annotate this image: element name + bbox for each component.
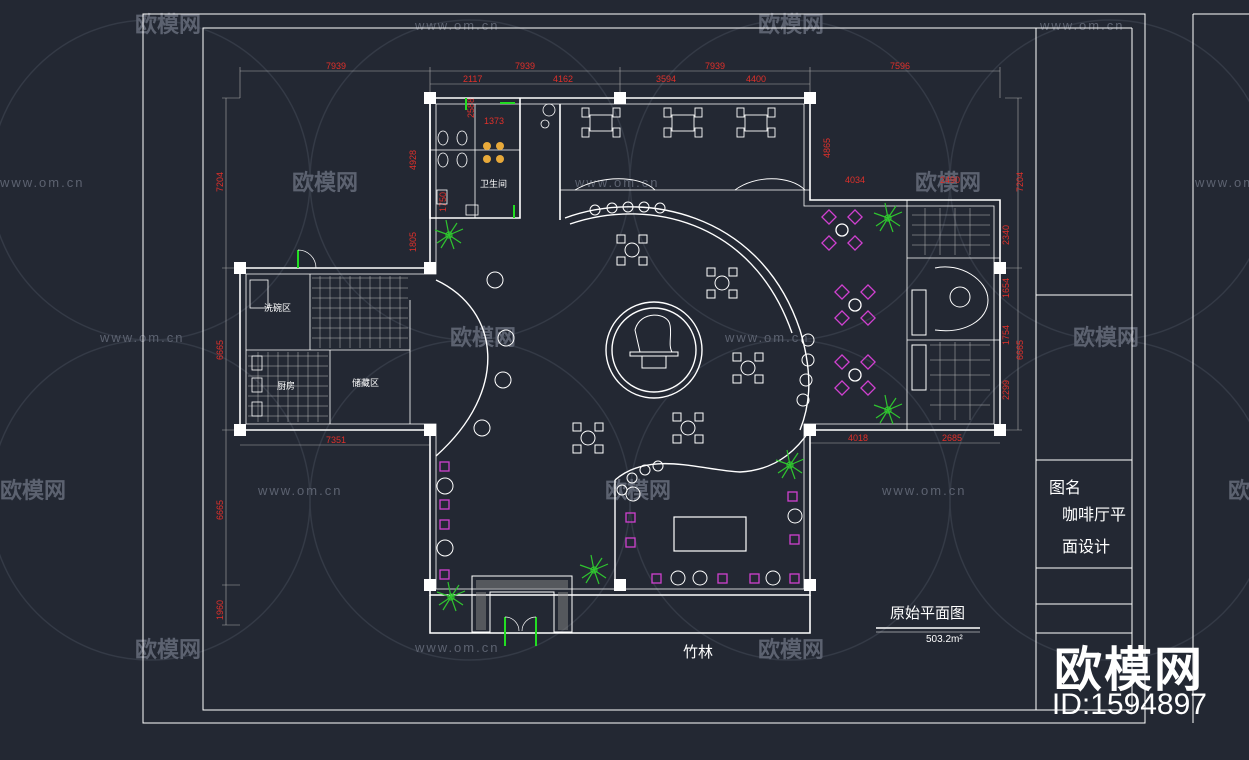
wm-url: www.om.cn	[724, 330, 809, 345]
dim-toilet-1: 2588	[466, 98, 476, 118]
round-stools	[436, 201, 815, 586]
wm-logo: 欧模网	[758, 12, 824, 38]
columns	[234, 92, 1006, 591]
dim-top2-2: 4162	[553, 74, 573, 84]
brand-watermark: 欧模网	[1053, 642, 1204, 698]
wm-url: www.om.cn	[1039, 18, 1124, 33]
label-kitchen: 厨房	[277, 380, 295, 392]
wm-url: www.om.cn	[414, 18, 499, 33]
dim-top-3: 7939	[705, 61, 725, 71]
door-swings	[297, 249, 537, 632]
watermarks: 欧模网 www.om.cn 欧模网 www.om.cn www.om.cn 欧模…	[0, 12, 1249, 663]
wm-logo: 欧模网	[605, 478, 671, 504]
dim-left-2: 6665	[215, 340, 225, 360]
watermark-arcs	[0, 19, 1249, 661]
entrance-planter	[471, 575, 573, 633]
dim-right-inner-3: 1754	[1001, 325, 1011, 345]
model-id: ID:1594897	[1051, 688, 1207, 721]
plant-icons	[434, 202, 903, 612]
small-plant-icons	[540, 103, 556, 129]
dim-toilet-3: 1750	[438, 192, 448, 212]
planter-hatch	[476, 580, 568, 630]
central-curves	[435, 206, 811, 589]
dim-right-inner-4: 2299	[1001, 380, 1011, 400]
wm-logo: 欧模网	[915, 170, 981, 196]
drawing-title: 原始平面图	[890, 604, 965, 622]
lounge-sofa	[911, 266, 989, 391]
dim-top2-1: 2117	[463, 74, 482, 84]
dim-mid-right-2: 4034	[845, 175, 865, 185]
dim-bottom-2: 4018	[848, 433, 868, 443]
dim-toilet-2: 1373	[484, 116, 504, 126]
dim-right-2: 6665	[1015, 340, 1025, 360]
wm-logo: 欧模网	[1228, 478, 1249, 504]
drawing-name-line1: 咖啡厅平	[1062, 505, 1126, 524]
wm-logo: 欧模网	[135, 637, 201, 663]
wm-url: www.om.cn	[1194, 175, 1249, 190]
wm-logo: 欧模网	[0, 478, 66, 504]
dim-left-3: 6665	[215, 500, 225, 520]
x-tables	[572, 234, 764, 454]
wm-logo: 欧模网	[135, 12, 201, 38]
wm-url: www.om.cn	[257, 483, 342, 498]
label-toilet: 卫生间	[480, 178, 507, 190]
wm-logo: 欧模网	[758, 637, 824, 663]
wm-logo: 欧模网	[1073, 325, 1139, 351]
doors	[297, 98, 537, 646]
kitchen-tiles	[248, 276, 408, 422]
wm-url: www.om.cn	[881, 483, 966, 498]
wm-logo: 欧模网	[292, 170, 358, 196]
wm-url: www.om.cn	[414, 640, 499, 655]
sheet-frame	[142, 13, 1249, 724]
drawing-area: 503.2m²	[926, 634, 963, 645]
wm-url: www.om.cn	[0, 175, 84, 190]
dim-mid-right-1: 4865	[822, 138, 832, 158]
dim-left-1: 7204	[215, 172, 225, 192]
dim-mid-right-3: 2490	[940, 175, 960, 185]
room-labels: 卫生间 洗碗区 厨房 储藏区	[264, 178, 507, 392]
dim-right-inner-2: 1654	[1001, 278, 1011, 298]
drawing-name-line2: 面设计	[1062, 537, 1110, 556]
garden-label: 竹林	[683, 643, 713, 661]
label-storage: 储藏区	[352, 377, 379, 389]
dim-top-2: 7939	[515, 61, 535, 71]
dim-bottom-3: 2685	[942, 433, 962, 443]
dim-top2-4: 4400	[746, 74, 766, 84]
wm-url: www.om.cn	[99, 330, 184, 345]
label-prep: 洗碗区	[264, 302, 291, 314]
kitchen-appliances	[249, 279, 269, 417]
dim-top2-3: 3594	[656, 74, 676, 84]
piano-icon	[629, 314, 679, 369]
dim-left-inner-2: 1805	[408, 232, 418, 252]
wm-url: www.om.cn	[574, 175, 659, 190]
dim-top-4: 7596	[890, 61, 910, 71]
upper-dining-tables	[574, 107, 806, 191]
lounge-hatch	[912, 208, 990, 420]
toilet-sinks	[483, 142, 504, 163]
title-block-label: 图名	[1049, 478, 1081, 497]
dim-right-inner-1: 2340	[1001, 225, 1011, 245]
dim-left-inner-1: 4928	[408, 150, 418, 170]
dim-bottom-1: 7351	[326, 435, 346, 445]
magenta-chairs	[439, 209, 876, 584]
bar-counter	[673, 516, 747, 552]
dim-left-4: 1960	[215, 600, 225, 620]
dimension-lines	[222, 67, 1022, 626]
dim-top-1: 7939	[326, 61, 346, 71]
dim-right-1: 7204	[1015, 172, 1025, 192]
dimension-labels: 7939 7939 7939 7596 2117 4162 3594 4400 …	[215, 61, 1025, 620]
toilet-fixtures	[436, 130, 479, 216]
